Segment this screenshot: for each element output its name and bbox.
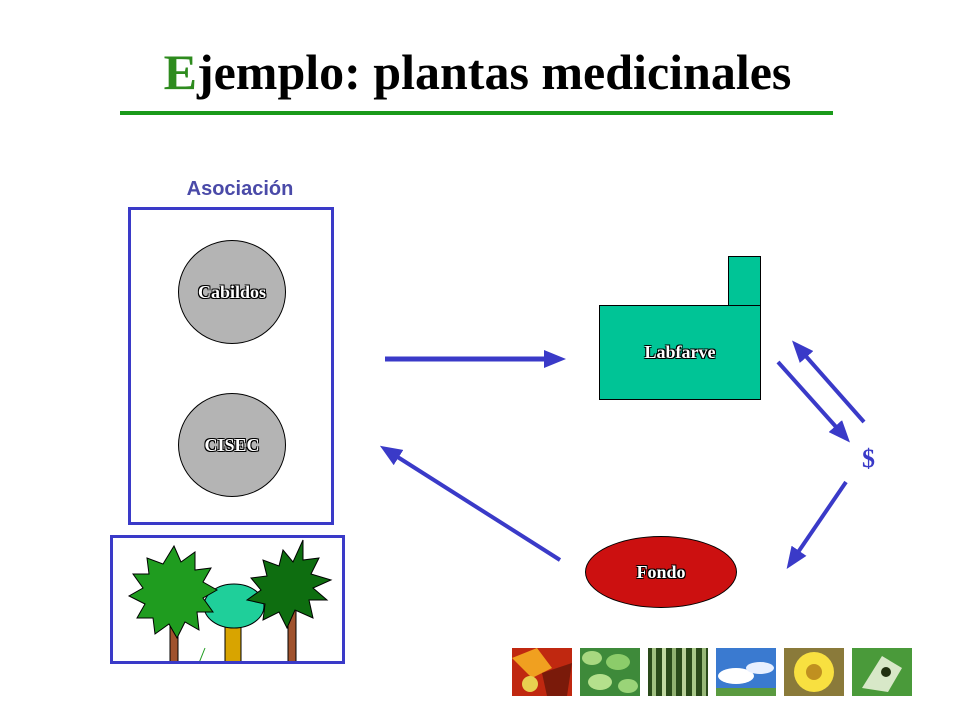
photo-tile-1 (512, 648, 572, 696)
factory-chimney (728, 256, 761, 306)
slide-title: Ejemplo: plantas medicinales (120, 42, 835, 102)
photo-strip (512, 648, 912, 696)
money-to-factory-arrow (792, 340, 866, 424)
forest-illustration (110, 535, 345, 664)
association-box (128, 207, 334, 525)
photo-tile-3 (648, 648, 708, 696)
photo-tile-2 (580, 648, 640, 696)
title-underline (120, 111, 833, 115)
labfarve-label: Labfarve (644, 342, 716, 362)
title-first-letter: E (163, 44, 197, 100)
association-label: Asociación (186, 178, 294, 200)
photo-tile-6 (852, 648, 912, 696)
title-rest: jemplo: plantas medicinales (196, 44, 792, 100)
money-to-fund-arrow (786, 480, 848, 569)
factory-to-money-arrow (776, 360, 851, 443)
trees-icon (127, 539, 333, 661)
cisec-node: CISEC (178, 393, 286, 497)
money-symbol: $ (862, 444, 875, 473)
fund-to-association-arrow (379, 445, 562, 562)
photo-tile-5 (784, 648, 844, 696)
cabildos-node: Cabildos (178, 240, 286, 344)
fondo-node: Fondo (585, 536, 737, 608)
photo-tile-4 (716, 648, 776, 696)
labfarve-factory: Labfarve (599, 305, 761, 400)
